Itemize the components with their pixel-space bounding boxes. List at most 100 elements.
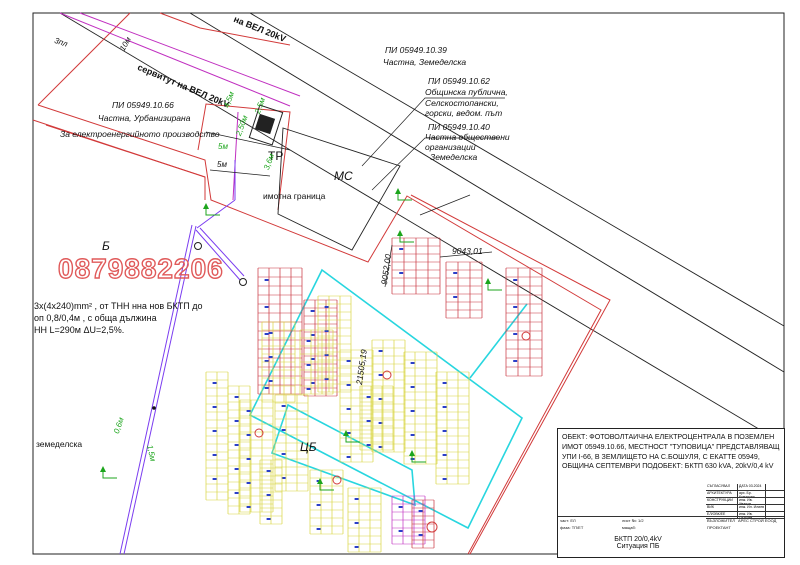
approval-cell — [766, 498, 767, 504]
approval-cell: СЪГЛАСУВАЛ — [706, 484, 738, 490]
designer-label: ПРОЕКТАНТ — [707, 525, 731, 530]
cable-note-line-2: оп 0,8/0,4м , с обща дължина — [34, 313, 157, 324]
section-marker — [100, 466, 117, 479]
panel-array — [347, 487, 382, 553]
section-marker — [343, 430, 360, 443]
phone-watermark: 0879882206 — [57, 252, 224, 284]
panel-array — [274, 394, 309, 492]
panel-arrays — [205, 237, 543, 553]
tp-label: ТР — [268, 149, 284, 163]
client-label: ВЪЗЛОЖИТЕЛ — [707, 518, 735, 523]
panel-array — [359, 385, 394, 451]
ms-building — [277, 127, 401, 251]
panel-array — [371, 339, 406, 453]
b-mark: Б — [102, 239, 110, 253]
section-marker — [395, 188, 412, 201]
zemedelska-label: земеделска — [36, 439, 83, 449]
section-marker — [409, 450, 426, 463]
plot-40-line1: Частна обществени — [425, 132, 510, 142]
section-markers — [100, 188, 502, 491]
cable-note: 3х(4х240)mm² , от ТНН нна нов БКТП до оп… — [34, 300, 203, 336]
scale-label: мащаб: — [622, 525, 636, 530]
panel-array — [227, 385, 251, 515]
plot-62-line3: горски, ведом. път — [425, 108, 503, 118]
equipment-symbols — [194, 242, 531, 533]
leader-lines — [361, 97, 505, 216]
approval-cell: ДАТА 03.2024 — [738, 484, 766, 490]
fence-outline — [248, 268, 528, 530]
object-description: ОБЕКТ: ФОТОВОЛТАИЧНА ЕЛЕКТРОЦЕНТРАЛА В П… — [562, 433, 780, 471]
sheet-title-line-2: Ситуация ПБ — [616, 543, 660, 550]
approval-cell — [766, 491, 767, 497]
part-label: част: ЕЛ — [560, 518, 576, 523]
approval-cell: инж. Ив. Иванов — [738, 498, 766, 504]
approval-cell — [766, 505, 767, 511]
road-lines — [59, 12, 785, 445]
section-marker — [485, 278, 502, 291]
panel-array — [391, 495, 426, 545]
plot-66-line1: Частна, Урбанизирана — [98, 113, 191, 123]
pt-label: ЦБ — [300, 440, 317, 454]
panel-array — [299, 329, 334, 395]
drawing-frame — [32, 12, 785, 555]
approval-cell: АРХИТЕКТУРА — [706, 491, 738, 497]
dim-5b: 5м — [217, 160, 227, 169]
dimension-lines — [384, 244, 493, 288]
boundary-label: имотна граница — [263, 191, 326, 201]
phase-label: фаза: ТП/ЕТ — [560, 525, 584, 530]
plot-40-id: ПИ 05949.10.40 — [428, 122, 490, 132]
ms-label: МС — [334, 169, 353, 183]
panel-array — [239, 399, 274, 513]
plot-62-line2: Селскостопански, — [425, 98, 499, 108]
section-marker — [397, 230, 414, 243]
easement-lines — [59, 12, 301, 201]
title-block: ОБЕКТ: ФОТОВОЛТАИЧНА ЕЛЕКТРОЦЕНТРАЛА В П… — [557, 428, 785, 558]
panel-array — [303, 299, 338, 397]
plot-62-id: ПИ 05949.10.62 — [428, 76, 490, 86]
sheet-title-line-1: БКТП 20/0,4kV — [614, 536, 662, 543]
panel-array — [411, 499, 435, 549]
panel-array — [317, 295, 352, 393]
plot-62-line1: Общинска публична, — [425, 87, 508, 97]
cable-note-line-3: НН L=290м ΔU=2,5%. — [34, 325, 125, 336]
plot-39-id: ПИ 05949.10.39 — [385, 45, 447, 55]
panel-array — [205, 371, 229, 501]
panel-array — [309, 469, 344, 535]
approval-cell: КОНСТРУКЦИИ — [706, 498, 738, 504]
approval-cell: арх. Бр. Куманова — [738, 491, 766, 497]
plot-66-line2: За електроенергийното производство — [60, 129, 220, 139]
panel-array — [435, 371, 470, 485]
panel-array — [257, 267, 303, 395]
approval-cell: ВИК — [706, 505, 738, 511]
sheet-title: БКТП 20/0,4kV Ситуация ПБ — [568, 536, 708, 550]
approval-cell — [766, 484, 767, 490]
dim-5a: 5м — [218, 142, 228, 151]
plot-40-line3: Земеделска — [430, 152, 478, 162]
cable-note-line-1: 3х(4х240)mm² , от ТНН нна нов БКТП до — [34, 301, 203, 311]
cable-node — [152, 406, 156, 410]
property-boundary — [32, 12, 611, 555]
transformer-station — [205, 104, 291, 177]
dim-9043: 9043,01 — [452, 246, 483, 256]
section-marker — [317, 478, 334, 491]
panel-array — [259, 459, 283, 525]
approval-cell: инж. Ил. Илиев — [739, 505, 766, 511]
panel-array — [403, 351, 438, 465]
panel-array — [505, 267, 543, 377]
plot-39-type: Частна, Земеделска — [383, 57, 467, 67]
sheet-number: лист №: 1/2 — [622, 518, 644, 523]
panel-array — [391, 237, 441, 295]
cable-route — [119, 160, 245, 555]
title-bottom-strip: част: ЕЛ фаза: ТП/ЕТ лист №: 1/2 мащаб: … — [558, 516, 784, 556]
plot-66-id: ПИ 05949.10.66 — [112, 100, 174, 110]
panel-array — [261, 321, 296, 403]
panel-array — [445, 261, 483, 319]
approval-cell: инж. Ив. Пършев — [738, 512, 766, 518]
